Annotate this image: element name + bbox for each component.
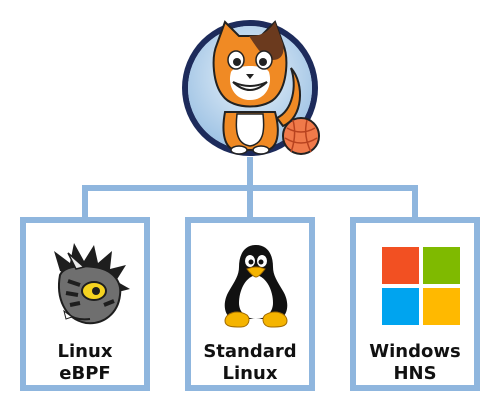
- ebpf-bee-mascot-icon: [54, 243, 130, 325]
- label-line-2: Linux: [222, 363, 278, 384]
- windows-hns-card: Windows HNS: [350, 217, 480, 391]
- label-line-2: eBPF: [59, 363, 111, 384]
- label-line-1: Standard: [203, 341, 297, 362]
- label-line-1: Windows: [369, 341, 461, 362]
- calico-cat-mascot-icon: [182, 20, 320, 156]
- standard-linux-label: Standard Linux: [191, 341, 309, 385]
- linux-ebpf-label: Linux eBPF: [26, 341, 144, 385]
- linux-ebpf-card: Linux eBPF: [20, 217, 150, 391]
- windows-logo-icon: [382, 247, 460, 325]
- label-line-1: Linux: [57, 341, 113, 362]
- label-line-2: HNS: [393, 363, 437, 384]
- windows-hns-label: Windows HNS: [356, 341, 474, 385]
- standard-linux-card: Standard Linux: [185, 217, 315, 391]
- linux-tux-penguin-icon: [224, 245, 288, 328]
